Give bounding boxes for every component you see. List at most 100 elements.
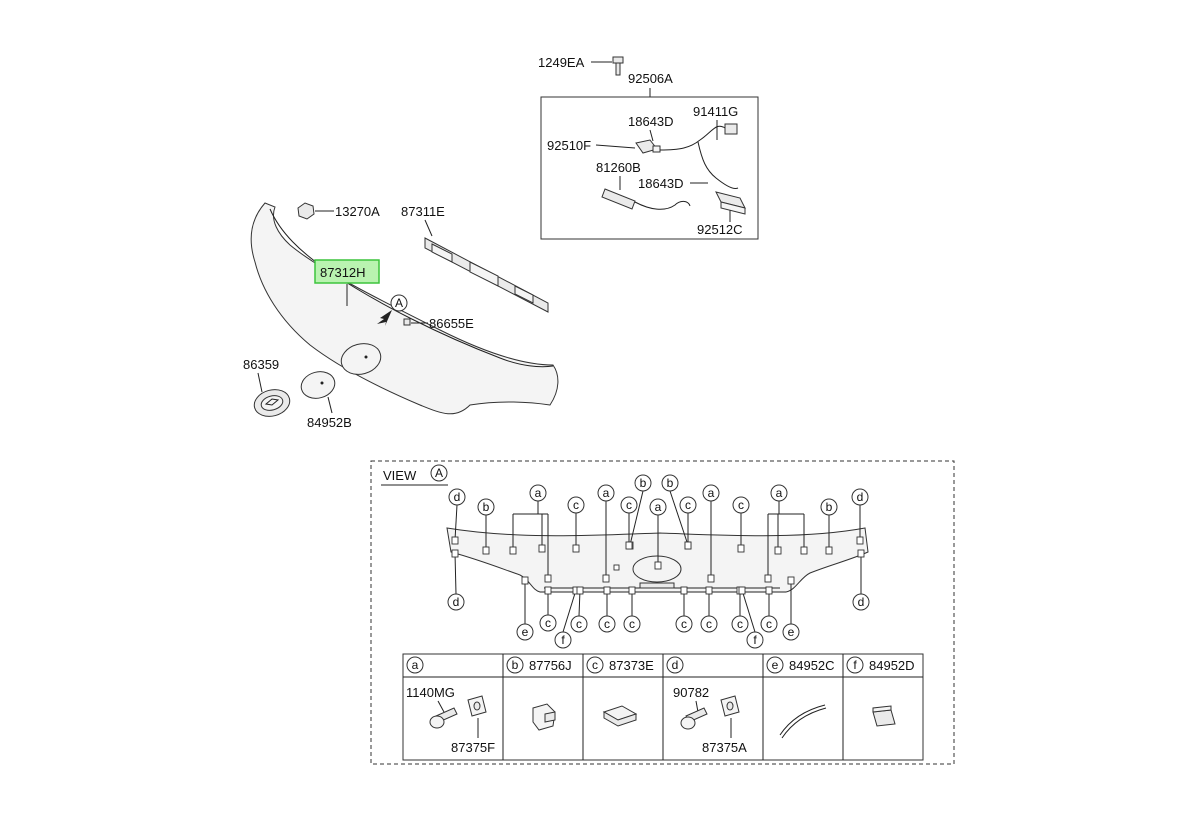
legend-a-sub1[interactable]: 1140MG: [406, 685, 455, 700]
callout-circle: [554, 631, 572, 649]
connector-icon: [724, 123, 738, 135]
legend-header-c: c 87373E: [586, 656, 654, 674]
clip-marker: [482, 546, 490, 555]
callout-letter-e[interactable]: e: [788, 625, 795, 639]
callout-circle: [851, 488, 869, 506]
callout-letter-c[interactable]: c: [685, 498, 691, 512]
label-84952B[interactable]: 84952B: [307, 415, 352, 430]
clip-marker: [509, 546, 517, 555]
label-92510F[interactable]: 92510F: [547, 138, 591, 153]
callout-circle: [529, 484, 547, 502]
label-1249EA[interactable]: 1249EA: [538, 55, 585, 70]
legend-b-letter[interactable]: b: [512, 658, 519, 672]
view-letter-circle: [430, 464, 448, 482]
clip-marker: [738, 586, 746, 595]
callout-letter-d[interactable]: d: [454, 490, 461, 504]
legend-a-sub2[interactable]: 87375F: [451, 740, 495, 755]
label-13270A[interactable]: 13270A: [335, 204, 380, 219]
label-92512C[interactable]: 92512C: [697, 222, 743, 237]
callout-letter-c[interactable]: c: [681, 617, 687, 631]
callout-letter-c[interactable]: c: [573, 498, 579, 512]
callout-circle: [570, 615, 588, 633]
callout-letter-b[interactable]: b: [640, 476, 647, 490]
callout-letter-d[interactable]: d: [453, 595, 460, 609]
legend-a-letter[interactable]: a: [412, 658, 419, 672]
legend-c-letter[interactable]: c: [592, 658, 598, 672]
clip-marker: [707, 574, 715, 583]
lamp-socket-icon: [635, 139, 661, 154]
clip-marker: [774, 546, 782, 555]
legend-e-letter[interactable]: e: [772, 658, 779, 672]
clip-marker: [625, 541, 633, 550]
clip-marker: [654, 561, 662, 570]
callout-circle: [597, 484, 615, 502]
nut-icon: [297, 202, 315, 220]
callout-letter-c[interactable]: c: [626, 498, 632, 512]
view-title[interactable]: VIEW: [383, 468, 417, 483]
callout-letter-d[interactable]: d: [858, 595, 865, 609]
legend-c-part[interactable]: 87373E: [609, 658, 654, 673]
clip-icon: [403, 318, 411, 326]
wire-harness: [659, 125, 726, 151]
callout-letter-b[interactable]: b: [667, 476, 674, 490]
callout-letter-b[interactable]: b: [483, 500, 490, 514]
callout-letter-b[interactable]: b: [826, 500, 833, 514]
callout-letter-f[interactable]: f: [561, 633, 565, 647]
view-letter[interactable]: A: [435, 466, 443, 480]
label-81260B[interactable]: 81260B: [596, 160, 641, 175]
callout-letter-c[interactable]: c: [576, 617, 582, 631]
callout-letter-c[interactable]: c: [604, 617, 610, 631]
clip-marker: [705, 586, 713, 595]
callout-letter-a[interactable]: a: [708, 486, 715, 500]
callout-letter-c[interactable]: c: [738, 498, 744, 512]
clip-marker: [856, 536, 864, 545]
clip-marker: [544, 574, 552, 583]
label-87311E[interactable]: 87311E: [401, 204, 445, 219]
legend-d-letter[interactable]: d: [672, 658, 679, 672]
callout-circle: [852, 593, 870, 611]
legend-f-letter[interactable]: f: [853, 658, 857, 672]
callout-letter-c[interactable]: c: [766, 617, 772, 631]
legend-d-sub2[interactable]: 87375A: [702, 740, 747, 755]
clip-marker: [684, 541, 692, 550]
label-87312H[interactable]: 87312H: [320, 265, 366, 280]
callout-letter-c[interactable]: c: [545, 616, 551, 630]
callout-letter-e[interactable]: e: [522, 625, 529, 639]
legend-table: a b 87756J c 87373E d e 84952C f 84952D …: [402, 653, 924, 761]
legend-b-part[interactable]: 87756J: [529, 658, 572, 673]
callout-letter-c[interactable]: c: [629, 617, 635, 631]
label-86359[interactable]: 86359: [243, 357, 279, 372]
label-18643D-mid[interactable]: 18643D: [638, 176, 684, 191]
legend-e-part[interactable]: 84952C: [789, 658, 835, 673]
callout-circle: [770, 484, 788, 502]
label-86655E[interactable]: 86655E: [429, 316, 474, 331]
clip-marker: [857, 549, 865, 558]
callout-letter-c[interactable]: c: [737, 617, 743, 631]
rivet-icon: [429, 707, 458, 729]
view-marker-A: [390, 294, 408, 312]
legend-header-f: f 84952D: [846, 656, 915, 674]
label-92506A[interactable]: 92506A: [628, 71, 673, 86]
legend-d-sub1[interactable]: 90782: [673, 685, 709, 700]
legend-f-part[interactable]: 84952D: [869, 658, 915, 673]
callout-circle: [539, 614, 557, 632]
callout-circle: [746, 631, 764, 649]
callout-letter-d[interactable]: d: [857, 490, 864, 504]
callout-circle: [782, 623, 800, 641]
callout-letter-f[interactable]: f: [753, 633, 757, 647]
callout-letter-a[interactable]: a: [776, 486, 783, 500]
callout-letter-a[interactable]: a: [535, 486, 542, 500]
label-18643D-top[interactable]: 18643D: [628, 114, 674, 129]
lamp-assembly-group: 1249EA 92506A 91411G 18643D 92510F 81260…: [538, 55, 759, 240]
callout-letter-c[interactable]: c: [706, 617, 712, 631]
label-87312H-highlight[interactable]: [314, 259, 380, 284]
callout-circle: [760, 615, 778, 633]
callout-letter-a[interactable]: a: [655, 500, 662, 514]
lamp-assembly-box: [540, 96, 759, 240]
grommet-icon: [467, 695, 487, 717]
callout-circle: [447, 593, 465, 611]
view-marker-letter[interactable]: A: [395, 296, 403, 310]
label-91411G[interactable]: 91411G: [693, 104, 738, 119]
callout-letter-a[interactable]: a: [603, 486, 610, 500]
